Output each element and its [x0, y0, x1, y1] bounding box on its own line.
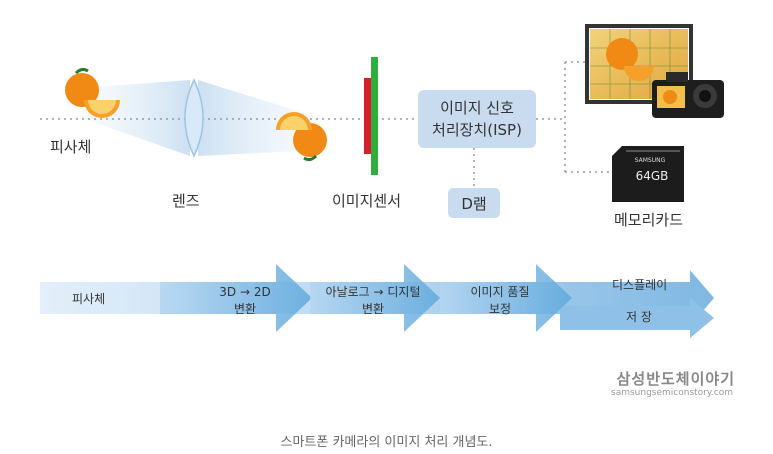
subject-orange-icon: [65, 67, 120, 118]
chevron-ad: [310, 264, 440, 332]
flow-out-display: 디스플레이: [612, 278, 668, 292]
flow-out-storage: 저 장: [626, 310, 652, 324]
flow-step-3d-2d-line2: 변환: [233, 302, 257, 316]
inverted-orange-icon: [276, 112, 327, 162]
brand-name: 삼성반도체이야기: [616, 370, 735, 388]
camera-icon: [652, 72, 724, 118]
flow-step-ad: 아날로그 → 디지털 변환: [318, 284, 428, 318]
isp-label-line1: 이미지 신호: [440, 99, 514, 117]
beam-right: [198, 80, 320, 156]
lens-label: 렌즈: [172, 192, 200, 210]
sd-card-capacity: 64GB: [636, 169, 669, 183]
lens-icon: [184, 78, 204, 158]
sd-card-icon: [612, 146, 684, 202]
dram-box: D램: [448, 188, 500, 218]
dram-label: D램: [461, 194, 487, 213]
figure-caption: 스마트폰 카메라의 이미지 처리 개념도.: [280, 435, 493, 450]
flow-step-ad-line1: 아날로그 → 디지털: [325, 285, 421, 299]
sensor-label: 이미지센서: [332, 192, 402, 210]
flow-out-bottom: [560, 298, 714, 338]
flow-step-3d-2d-line1: 3D → 2D: [219, 285, 271, 299]
sd-card-brand: SAMSUNG: [635, 157, 666, 164]
chevron-quality: [440, 264, 572, 332]
chevron-3d-2d: [160, 264, 312, 332]
memory-card-label: 메모리카드: [614, 211, 684, 229]
flow-step-subject: 피사체: [72, 292, 106, 306]
isp-label-line2: 처리장치(ISP): [432, 121, 522, 139]
flow-step-3d-2d: 3D → 2D 변환: [210, 284, 280, 318]
subject-label: 피사체: [50, 138, 92, 156]
isp-box: 이미지 신호 처리장치(ISP): [418, 90, 536, 148]
flow-step-quality-line2: 보정: [488, 302, 512, 316]
brand-url: samsungsemiconstory.com: [611, 388, 733, 398]
image-sensor-icon: [364, 57, 378, 175]
beam-left: [82, 80, 190, 156]
flow-step-quality: 이미지 품질 보정: [460, 284, 540, 318]
display-monitor-icon: [585, 24, 693, 104]
flow-step-ad-line2: 변환: [361, 302, 385, 316]
flow-step-quality-line1: 이미지 품질: [470, 285, 530, 299]
